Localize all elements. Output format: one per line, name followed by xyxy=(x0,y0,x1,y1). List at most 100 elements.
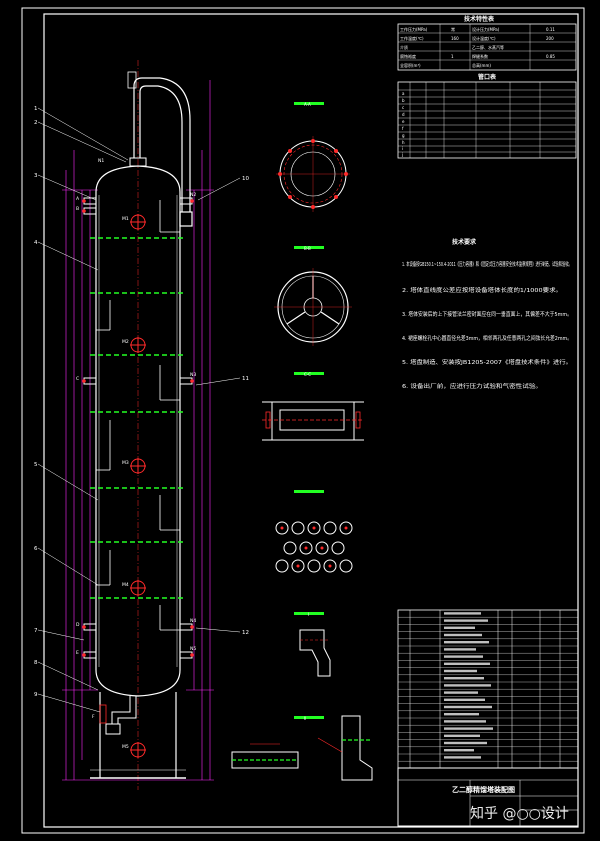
svg-text:设计压力(MPa): 设计压力(MPa) xyxy=(472,26,500,32)
section-label: B-B xyxy=(304,246,311,251)
svg-text:a: a xyxy=(402,91,405,96)
drawing-title: 乙二醇精馏塔装配图 xyxy=(452,785,515,794)
svg-text:h: h xyxy=(402,140,405,145)
column-label: M2 xyxy=(122,339,129,345)
parts-row-text-mark xyxy=(444,720,486,723)
tech-req-line: 2. 塔体直线度公差应按塔设备塔体长度的1/1000要求。 xyxy=(402,286,562,294)
parts-row-text-mark xyxy=(444,756,481,759)
column-label: C xyxy=(76,376,79,382)
tech-req-line: 4. 裙座螺栓孔中心圆直径允差3mm，相邻两孔及任意两孔之间弦长允差2mm。 xyxy=(402,334,572,342)
svg-text:工作温度(℃): 工作温度(℃) xyxy=(400,35,424,41)
svg-text:c: c xyxy=(402,105,404,110)
section-label: II xyxy=(304,716,306,721)
parts-row-text-mark xyxy=(444,734,480,737)
column-label: A xyxy=(76,196,80,202)
parts-row-text-mark xyxy=(444,677,484,680)
sheet-outer-border xyxy=(21,7,585,834)
tech-spec-table: 技术特性表 工作压力(MPa) 常 设计压力(MPa) 0.11 工作温度(℃)… xyxy=(397,15,577,71)
parts-row-text-mark xyxy=(444,727,493,730)
svg-text:1: 1 xyxy=(451,54,454,59)
column-label: N1 xyxy=(98,158,104,164)
column-label: M3 xyxy=(122,460,129,466)
svg-text:g: g xyxy=(402,133,405,138)
svg-text:全容积(m³): 全容积(m³) xyxy=(400,62,421,68)
svg-text:d: d xyxy=(402,112,405,117)
section-view-c: C-C xyxy=(262,372,364,441)
parts-row-text-mark xyxy=(444,713,479,716)
tech-req-line: 1. 本设备按GB150.1~150.4-2011《压力容器》和《固定式压力容器… xyxy=(402,260,572,268)
column-label: M5 xyxy=(122,744,129,750)
column-label: F xyxy=(92,714,95,720)
column-label: N2 xyxy=(190,192,196,198)
svg-text:7: 7 xyxy=(34,628,38,634)
sheet-inner-border xyxy=(43,13,579,828)
parts-row-text-mark xyxy=(444,648,476,651)
parts-row-text-mark xyxy=(444,655,483,658)
tech-spec-title: 技术特性表 xyxy=(464,15,495,23)
tech-req-line: 5. 塔盘制造、安装按JB1205-2007《塔盘技术条件》进行。 xyxy=(402,358,572,366)
svg-text:9: 9 xyxy=(34,692,38,698)
watermark: 知乎 @○○设计 xyxy=(470,805,569,822)
svg-text:12: 12 xyxy=(242,630,249,636)
parts-row-text-mark xyxy=(444,641,489,644)
svg-text:5: 5 xyxy=(34,462,38,468)
nozzle-table: 管口表 a b c d e f g h i j xyxy=(397,73,577,159)
detail-bubble-caps xyxy=(275,490,353,573)
svg-text:1: 1 xyxy=(34,106,38,112)
svg-text:i: i xyxy=(402,146,403,151)
tech-req-line: 6. 设备出厂前，应进行压力试验和气密性试验。 xyxy=(402,382,542,390)
svg-text:j: j xyxy=(401,152,403,157)
parts-row-text-mark xyxy=(444,612,481,615)
parts-row-text-mark xyxy=(444,669,477,673)
title-block: 乙二醇精馏塔装配图 xyxy=(397,767,579,827)
technical-requirements: 技术要求 1. 本设备按GB150.1~150.4-2011《压力容器》和《固定… xyxy=(402,238,572,390)
svg-text:工作压力(MPa): 工作压力(MPa) xyxy=(400,26,428,32)
parts-row-text-mark xyxy=(444,662,490,665)
parts-row-text-mark xyxy=(444,741,487,745)
column-label: M4 xyxy=(122,582,129,588)
svg-text:e: e xyxy=(402,119,405,124)
column-label: M1 xyxy=(122,216,129,222)
section-label: A-A xyxy=(304,102,311,107)
tech-req-line: 3. 塔体安装后的上下接管法兰密封面应在同一垂直面上，其偏差不大于5mm。 xyxy=(402,310,572,318)
svg-text:8: 8 xyxy=(34,660,38,666)
svg-text:0.85: 0.85 xyxy=(546,54,555,59)
svg-text:总高(mm): 总高(mm) xyxy=(472,62,491,68)
section-label: C-C xyxy=(304,372,311,377)
detail-weld: II xyxy=(231,715,373,781)
tech-req-title: 技术要求 xyxy=(452,238,477,246)
svg-text:焊缝系数: 焊缝系数 xyxy=(472,53,488,59)
parts-row-text-mark xyxy=(444,705,492,709)
section-view-b: B-B xyxy=(274,246,352,346)
section-view-a: A-A xyxy=(276,102,350,212)
parts-list xyxy=(397,609,579,769)
parts-row-text-mark xyxy=(444,698,485,701)
svg-text:腐蚀裕度: 腐蚀裕度 xyxy=(400,53,416,59)
svg-text:10: 10 xyxy=(242,176,249,182)
column-label: E xyxy=(76,650,79,656)
svg-text:介质: 介质 xyxy=(400,44,408,50)
svg-text:160: 160 xyxy=(451,36,459,41)
svg-text:3: 3 xyxy=(34,173,38,179)
section-label: I xyxy=(308,612,309,617)
svg-text:f: f xyxy=(402,126,404,131)
svg-text:b: b xyxy=(402,98,405,103)
svg-text:2: 2 xyxy=(34,120,38,126)
parts-row-text-mark xyxy=(444,626,475,629)
svg-text:4: 4 xyxy=(34,240,38,246)
svg-text:常: 常 xyxy=(451,26,455,32)
parts-row-text-mark xyxy=(444,619,488,622)
parts-row-text-mark xyxy=(444,633,482,637)
svg-text:11: 11 xyxy=(242,376,249,382)
svg-text:乙二醇、水蒸汽等: 乙二醇、水蒸汽等 xyxy=(472,44,504,50)
column-label: N4 xyxy=(190,618,196,624)
svg-text:0.11: 0.11 xyxy=(546,27,555,32)
svg-text:6: 6 xyxy=(34,546,38,552)
svg-text:200: 200 xyxy=(546,36,554,41)
column-label: N3 xyxy=(190,372,196,378)
column-label: B xyxy=(76,206,79,212)
nozzle-table-title: 管口表 xyxy=(478,73,497,81)
parts-row-text-mark xyxy=(444,691,478,694)
